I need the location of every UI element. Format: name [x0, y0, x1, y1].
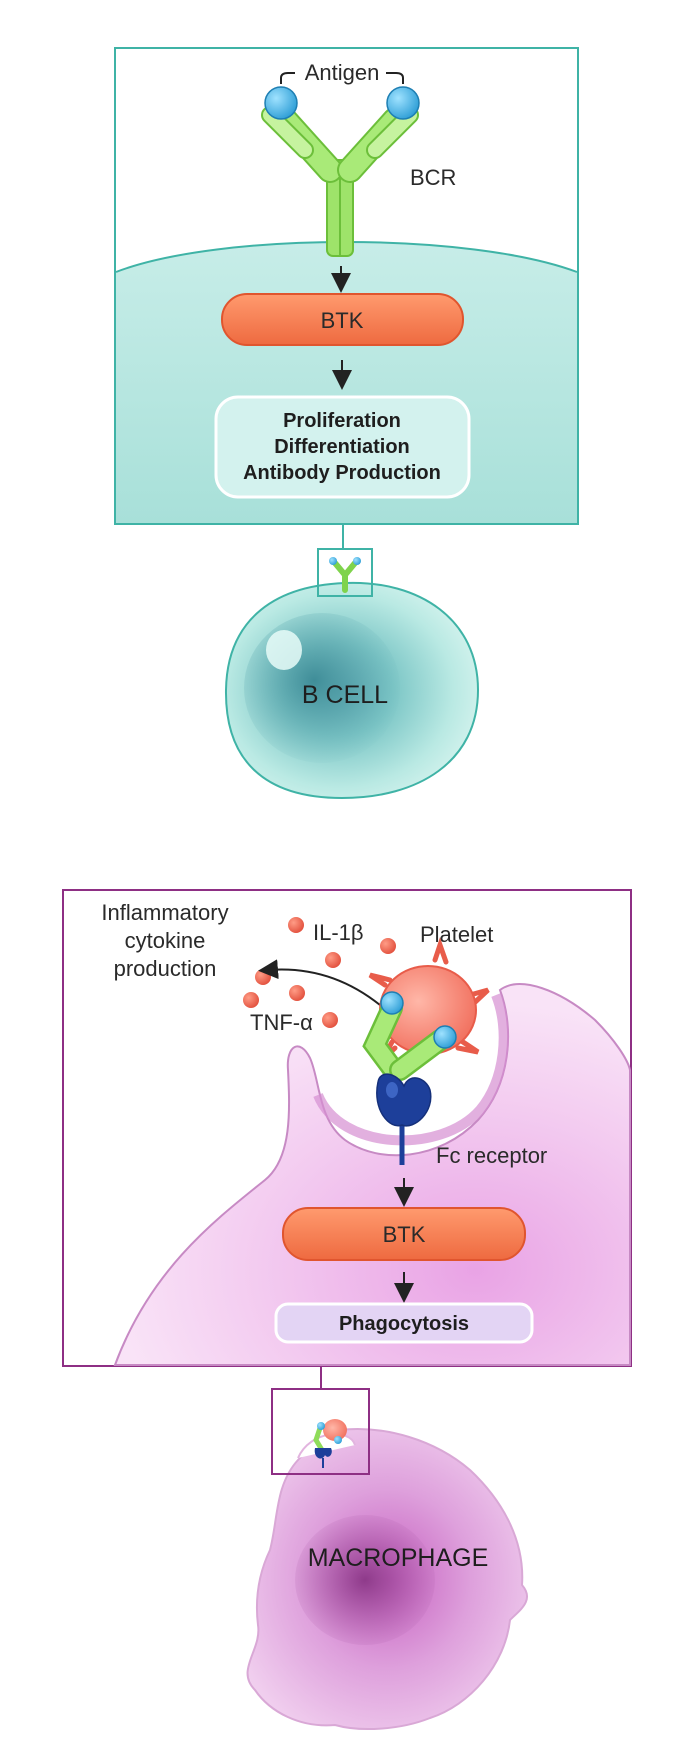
macrophage-zoom-box: [271, 1388, 370, 1475]
antigen-bracket: [280, 72, 404, 84]
phagocytosis-label: Phagocytosis: [339, 1313, 469, 1335]
cytokine-label-line1: Inflammatory: [101, 900, 228, 925]
btk-label-bcell: BTK: [321, 308, 364, 333]
bcell-panel: Antigen BCR BTK Proliferation Differenti…: [114, 47, 579, 525]
btk-box-macrophage: [282, 1207, 526, 1261]
outcome-differentiation: Differentiation: [274, 436, 410, 458]
fc-receptor-label: Fc receptor: [436, 1143, 547, 1168]
bound-antibody: [362, 997, 451, 1083]
platelet-label: Platelet: [420, 922, 493, 947]
cytokine-label-line2: cytokine: [125, 928, 206, 953]
cytokine-label-line3: production: [114, 956, 217, 981]
cytokine-dot-3: [325, 952, 341, 968]
macrophage-panel: Inflammatory cytokine production IL-1β T…: [62, 889, 632, 1367]
outcome-antibody-production: Antibody Production: [243, 462, 441, 484]
phagocytosis-box: [274, 1302, 534, 1344]
antigen-label: Antigen: [305, 60, 380, 85]
bcr-label: BCR: [410, 165, 456, 190]
cytokine-dot-7: [322, 1012, 338, 1028]
antigen-left: [264, 86, 298, 120]
bcell-label: B CELL: [302, 681, 388, 709]
bcell-zoom-box: [317, 548, 373, 597]
antigen-platelet-1: [380, 991, 404, 1015]
macrophage-membrane: [113, 983, 631, 1366]
antigen-right: [386, 86, 420, 120]
il1b-label: IL-1β: [313, 920, 364, 945]
outcomes-box: [214, 395, 471, 499]
tnf-label: TNF-α: [250, 1010, 313, 1035]
bcell-illustration: B CELL: [224, 581, 480, 800]
btk-label-macrophage: BTK: [383, 1222, 426, 1247]
outcome-proliferation: Proliferation: [283, 410, 401, 432]
antigen-platelet-2: [433, 1025, 457, 1049]
macrophage-illustration: MACROPHAGE: [246, 1428, 529, 1731]
cytokine-arrow: [258, 959, 381, 1006]
mini-complex-macrophage: [297, 1419, 356, 1468]
btk-box-bcell: [221, 293, 464, 346]
fc-receptor: [376, 1073, 432, 1165]
cytokine-dot-4: [255, 969, 271, 985]
macrophage-nucleus: [295, 1515, 435, 1645]
macrophage-label: MACROPHAGE: [308, 1544, 489, 1572]
cytokine-dot-5: [289, 985, 305, 1001]
cytokine-dot-2: [380, 938, 396, 954]
cytokine-dot-6: [243, 992, 259, 1008]
cytokine-dot-1: [288, 917, 304, 933]
mini-antibody-bcell: [329, 557, 361, 593]
bcr-antibody: [261, 106, 419, 257]
